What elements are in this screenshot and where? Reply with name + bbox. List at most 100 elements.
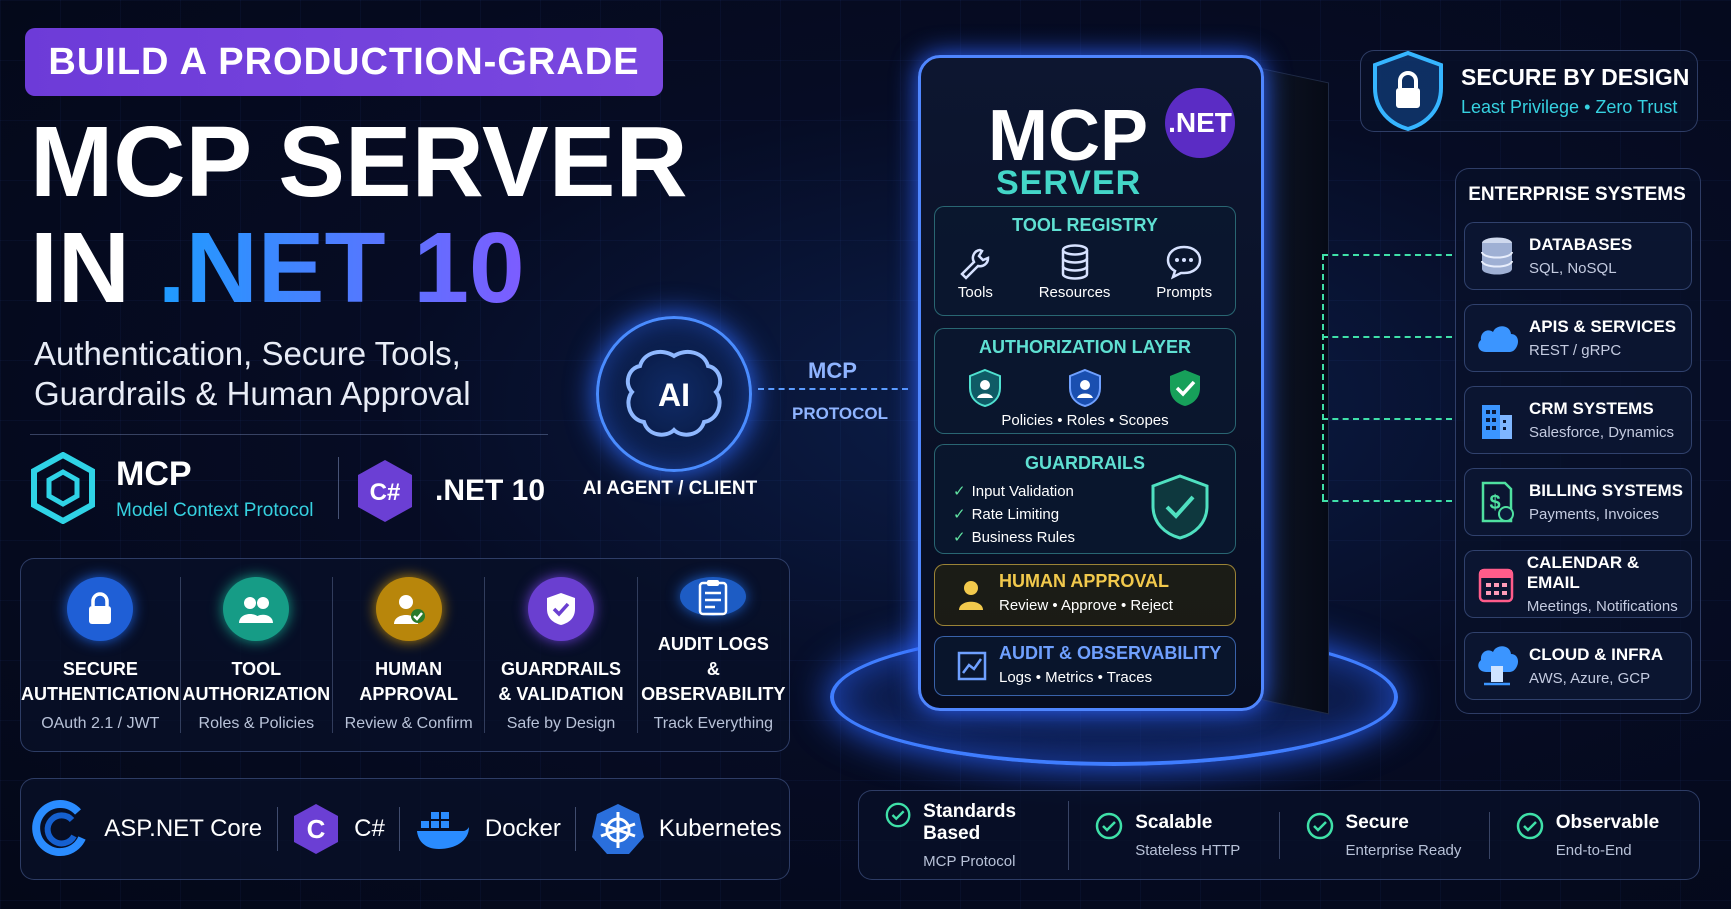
net-badge: .NET <box>1165 88 1235 158</box>
tech-label: ASP.NET Core <box>104 815 263 842</box>
check-circle-icon <box>885 802 911 827</box>
zero-trust-label: Zero Trust <box>1595 97 1678 117</box>
review-label: Review <box>999 597 1049 614</box>
server-subtitle: SERVER <box>996 164 1142 202</box>
principle-sub: Stateless HTTP <box>1135 841 1241 859</box>
connector-line <box>1322 254 1452 256</box>
ai-text: AI <box>658 377 690 413</box>
guardrail-label: Business Rules <box>971 529 1075 546</box>
title-line-1: MCP SERVER <box>30 106 688 218</box>
enterprise-item-title: CRM SYSTEMS <box>1529 399 1654 418</box>
net-brand-label: .NET 10 <box>435 474 546 507</box>
principle-sub: Enterprise Ready <box>1345 841 1462 859</box>
tools-item: Tools <box>958 246 993 301</box>
guardrails-header: GUARDRAILS <box>1025 453 1145 473</box>
subtitle-line-2: Guardrails & Human Approval <box>34 375 471 412</box>
human-approval-box: HUMAN APPROVAL Review • Approve • Reject <box>934 564 1236 626</box>
guardrail-label: Input Validation <box>971 483 1074 500</box>
approve-label: Approve <box>1060 597 1117 614</box>
prompts-item: Prompts <box>1156 244 1212 301</box>
feature-title-line-2: & OBSERVABILITY <box>641 659 786 704</box>
tech-label: Kubernetes <box>658 815 782 842</box>
enterprise-item-sub: Meetings, Notifications <box>1526 598 1678 615</box>
audit-box: AUDIT & OBSERVABILITY Logs • Metrics • T… <box>934 636 1236 696</box>
mcp-brand-sub: Model Context Protocol <box>116 499 314 521</box>
shield-user-icon <box>969 368 1001 408</box>
authorization-items: Policies • Roles • Scopes <box>1001 412 1169 429</box>
aspnet-icon <box>32 800 86 857</box>
chart-icon <box>957 651 987 681</box>
policies-label: Policies <box>1001 412 1054 429</box>
enterprise-item-title: DATABASES <box>1529 235 1633 254</box>
scopes-label: Scopes <box>1118 412 1169 429</box>
check-circle-icon <box>1516 812 1543 839</box>
calendar-icon <box>1465 564 1527 604</box>
csharp-logo-icon: C# <box>358 460 412 522</box>
enterprise-title: ENTERPRISE SYSTEMS <box>1468 184 1686 205</box>
enterprise-item: CRM SYSTEMS Salesforce, Dynamics <box>1464 386 1692 454</box>
users-icon <box>223 577 290 641</box>
secure-by-design-card: SECURE BY DESIGN Least Privilege • Zero … <box>1360 50 1698 132</box>
connector-line <box>1322 254 1324 500</box>
shield-lock-icon <box>1373 50 1443 132</box>
title-net: .NET 10 <box>157 212 525 324</box>
principle-title: Observable <box>1555 811 1660 833</box>
kubernetes-icon <box>591 804 644 854</box>
feature-title-line-1: GUARDRAILS <box>501 659 621 679</box>
shield-check-icon <box>1170 370 1200 406</box>
check-icon: ✓ <box>953 529 966 546</box>
building-icon <box>1465 399 1529 441</box>
resources-item: Resources <box>1039 244 1110 301</box>
brand-separator <box>337 457 339 519</box>
feature-title-line-1: TOOL <box>231 659 282 679</box>
feature-title: SECURE AUTHENTICATION <box>21 657 180 707</box>
server-title: MCP <box>988 96 1148 176</box>
audit-header: AUDIT & OBSERVABILITY <box>999 643 1222 663</box>
svg-text:C: C <box>307 814 326 844</box>
enterprise-item-sub: REST / gRPC <box>1529 342 1622 359</box>
enterprise-item-sub: Salesforce, Dynamics <box>1529 424 1675 441</box>
title-line-2: IN .NET 10 <box>30 218 525 318</box>
feature-title: GUARDRAILS& VALIDATION <box>498 657 623 707</box>
logs-label: Logs <box>999 669 1032 686</box>
clipboard-icon <box>680 577 747 616</box>
tool-registry-box: TOOL REGISTRY Tools Resources Prompts <box>934 206 1236 316</box>
principle-title: Secure <box>1345 811 1409 833</box>
subtitle-line-1: Authentication, Secure Tools, <box>34 335 461 372</box>
tech-docker: Docker <box>415 807 561 851</box>
mcp-logo-icon <box>31 452 95 524</box>
least-privilege-label: Least Privilege <box>1461 97 1580 117</box>
database-icon <box>1061 244 1088 280</box>
ai-agent-label: AI AGENT / CLIENT <box>582 478 758 499</box>
divider <box>30 434 548 435</box>
feature-subtitle: Roles & Policies <box>198 715 315 732</box>
svg-text:$: $ <box>1489 492 1500 514</box>
feature-title-line-1: SECURE <box>62 659 138 679</box>
cloud-infra-icon <box>1465 646 1529 686</box>
tech-label: Docker <box>484 815 561 842</box>
reject-label: Reject <box>1130 597 1173 614</box>
shield-check-icon <box>528 577 595 641</box>
protocol-top-label: MCP <box>808 358 857 383</box>
secure-title: SECURE BY DESIGN <box>1461 64 1690 90</box>
protocol-arrow <box>758 388 908 390</box>
audit-items: Logs • Metrics • Traces <box>999 669 1153 686</box>
csharp-glyph: C# <box>370 479 401 506</box>
lock-icon <box>67 577 134 641</box>
invoice-icon: $ <box>1465 481 1529 523</box>
principle-sub: MCP Protocol <box>923 852 1016 870</box>
tech-separator <box>399 807 401 851</box>
enterprise-item-title: APIS & SERVICES <box>1529 317 1677 336</box>
feature-title-line-2: AUTHENTICATION <box>21 684 180 704</box>
subtitle: Authentication, Secure Tools, Guardrails… <box>34 334 554 414</box>
